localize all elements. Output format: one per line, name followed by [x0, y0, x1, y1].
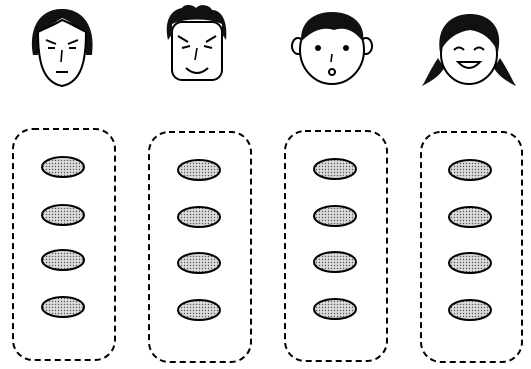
face-icon-pigtails [422, 14, 516, 86]
face-icon-curly-hair [166, 5, 227, 81]
group-box-boy-with-short-hair [284, 130, 388, 362]
oval-token-icon [177, 206, 221, 228]
oval-token-icon [448, 206, 492, 228]
group-box-girl-with-pigtails [420, 131, 523, 363]
oval-token-icon [313, 251, 357, 273]
oval-token-icon [448, 252, 492, 274]
face-icon-short-hair [291, 12, 373, 85]
oval-token-icon [313, 158, 357, 180]
groups-container [12, 128, 523, 363]
group-box-man-with-long-hair [12, 128, 116, 361]
oval-token-icon [41, 249, 85, 271]
oval-token-icon [177, 252, 221, 274]
group-box-man-with-curly-hair [148, 131, 252, 363]
oval-token-icon [177, 159, 221, 181]
oval-token-icon [41, 156, 85, 178]
oval-token-icon [313, 205, 357, 227]
oval-token-icon [41, 204, 85, 226]
oval-token-icon [448, 299, 492, 321]
oval-token-icon [448, 159, 492, 181]
oval-token-icon [41, 296, 85, 318]
oval-token-icon [177, 299, 221, 321]
oval-token-icon [313, 298, 357, 320]
face-icon-long-hair [31, 9, 93, 88]
